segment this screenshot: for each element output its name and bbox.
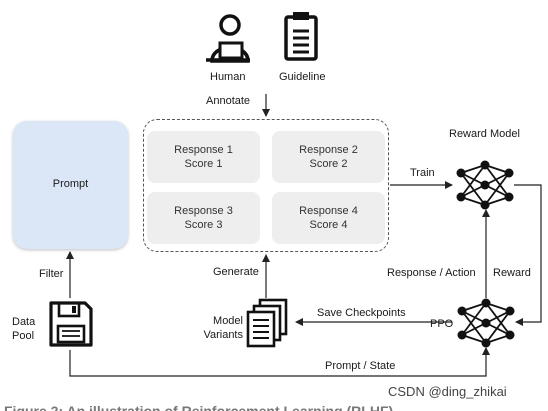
figure-caption: Figure 2: An illustration of Reinforceme… — [4, 403, 398, 411]
save-checkpoints-label: Save Checkpoints — [317, 307, 406, 319]
response-score: Score 1 — [184, 158, 223, 170]
response-card: Response 2 Score 2 — [272, 131, 385, 183]
generate-label: Generate — [213, 266, 259, 278]
prompt-box: Prompt — [13, 121, 128, 249]
filter-label: Filter — [39, 268, 64, 280]
annotate-label: Annotate — [206, 95, 251, 107]
response-card: Response 3 Score 3 — [147, 192, 260, 244]
prompt-state-arrow — [69, 347, 490, 377]
caption-strip: Figure 2: An illustration of Reinforceme… — [0, 400, 548, 411]
data-pool-label: Data Pool — [12, 316, 36, 342]
reward-model-label: Reward Model — [449, 128, 520, 140]
response-title: Response 3 — [174, 205, 233, 217]
response-title: Response 1 — [174, 144, 233, 156]
clipboard-icon — [284, 12, 318, 61]
reward-label: Reward — [493, 267, 531, 279]
prompt-state-label: Prompt / State — [325, 360, 396, 372]
ppo-label: PPO — [430, 318, 454, 330]
prompt-label: Prompt — [52, 178, 89, 190]
response-card: Response 4 Score 4 — [272, 192, 385, 244]
train-label: Train — [410, 167, 435, 179]
model-variants-label: Model Variants — [203, 315, 243, 341]
human-label: Human — [210, 71, 246, 83]
human-icon — [206, 14, 250, 63]
guideline-label: Guideline — [279, 71, 326, 83]
response-score: Score 4 — [309, 219, 348, 231]
response-title: Response 4 — [299, 205, 358, 217]
stacked-documents-icon — [246, 298, 288, 348]
responses-group — [143, 119, 389, 252]
response-action-label: Response / Action — [387, 267, 476, 279]
reward-arrow — [514, 184, 542, 326]
response-score: Score 2 — [309, 158, 348, 170]
floppy-disk-icon — [49, 301, 93, 347]
neural-network-icon — [456, 160, 514, 210]
response-title: Response 2 — [299, 144, 358, 156]
watermark: CSDN @ding_zhikai — [388, 384, 507, 399]
response-card: Response 1 Score 1 — [147, 131, 260, 183]
ppo-network-icon — [457, 298, 515, 348]
response-score: Score 3 — [184, 219, 223, 231]
